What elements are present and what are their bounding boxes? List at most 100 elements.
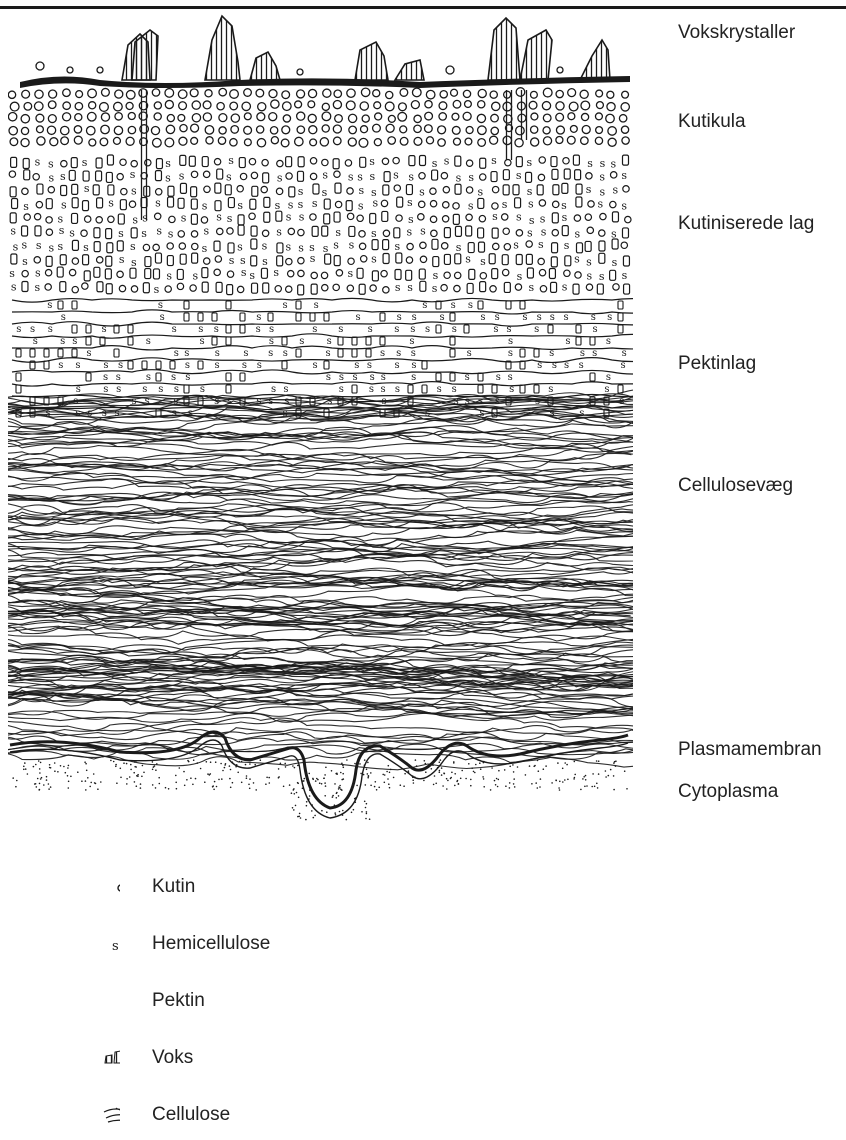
svg-text:s: s: [529, 214, 535, 227]
svg-text:s: s: [396, 348, 401, 359]
svg-text:s: s: [184, 348, 189, 359]
svg-text:s: s: [622, 348, 627, 359]
svg-text:s: s: [323, 242, 329, 255]
svg-text:s: s: [622, 269, 628, 282]
svg-text:s: s: [580, 348, 585, 359]
svg-text:s: s: [358, 184, 364, 197]
svg-text:s: s: [548, 384, 553, 395]
svg-text:s: s: [229, 254, 235, 267]
svg-text:s: s: [468, 171, 474, 184]
svg-text:s: s: [422, 300, 427, 311]
svg-text:s: s: [75, 360, 80, 371]
svg-text:s: s: [358, 199, 364, 212]
svg-text:s: s: [35, 266, 41, 279]
svg-text:s: s: [166, 270, 172, 283]
svg-text:s: s: [154, 283, 160, 296]
svg-text:s: s: [16, 324, 21, 335]
svg-text:s: s: [204, 224, 210, 237]
svg-text:s: s: [314, 300, 319, 311]
svg-text:s: s: [537, 360, 542, 371]
svg-text:s: s: [368, 324, 373, 335]
svg-text:s: s: [312, 197, 318, 210]
svg-text:s: s: [517, 270, 523, 283]
svg-text:s: s: [142, 212, 148, 225]
label-cuticle: Kutikula: [678, 110, 746, 134]
cellulose-wall-region: [0, 389, 680, 770]
svg-text:s: s: [370, 372, 375, 383]
svg-text:s: s: [282, 300, 287, 311]
svg-text:s: s: [146, 336, 151, 347]
svg-text:s: s: [468, 200, 474, 213]
svg-text:s: s: [527, 185, 533, 198]
svg-text:s: s: [565, 336, 570, 347]
svg-text:s: s: [298, 185, 304, 198]
svg-text:s: s: [537, 312, 542, 323]
svg-text:s: s: [370, 170, 376, 183]
svg-text:s: s: [502, 198, 508, 211]
svg-text:s: s: [409, 336, 414, 347]
svg-text:s: s: [395, 240, 401, 253]
svg-text:s: s: [586, 256, 592, 269]
svg-text:s: s: [158, 300, 163, 311]
svg-text:s: s: [83, 241, 89, 254]
svg-text:s: s: [552, 360, 557, 371]
svg-text:s: s: [465, 372, 470, 383]
svg-text:s: s: [593, 324, 598, 335]
svg-text:s: s: [160, 312, 165, 323]
svg-text:s: s: [381, 372, 386, 383]
svg-text:s: s: [288, 198, 294, 211]
svg-text:s: s: [165, 171, 171, 184]
svg-text:s: s: [285, 241, 291, 254]
svg-text:s: s: [47, 300, 52, 311]
svg-text:s: s: [202, 242, 208, 255]
svg-text:s: s: [522, 312, 527, 323]
svg-text:s: s: [22, 238, 28, 251]
svg-text:s: s: [256, 324, 261, 335]
svg-text:s: s: [284, 396, 289, 407]
svg-text:s: s: [146, 372, 151, 383]
svg-text:s: s: [215, 348, 220, 359]
svg-text:s: s: [408, 170, 414, 183]
svg-text:s: s: [277, 172, 283, 185]
svg-text:s: s: [394, 324, 399, 335]
svg-text:s: s: [10, 225, 16, 238]
svg-text:s: s: [9, 267, 15, 280]
svg-text:s: s: [354, 360, 359, 371]
svg-text:s: s: [228, 154, 234, 167]
svg-text:s: s: [357, 170, 363, 183]
svg-text:s: s: [216, 211, 222, 224]
svg-text:s: s: [327, 396, 332, 407]
svg-text:s: s: [102, 324, 107, 335]
svg-text:s: s: [268, 348, 273, 359]
svg-text:s: s: [348, 171, 354, 184]
label-wax-crystals: Vokskrystaller: [678, 21, 795, 45]
svg-text:s: s: [215, 360, 220, 371]
svg-text:s: s: [516, 169, 522, 182]
svg-text:s: s: [202, 200, 208, 213]
svg-text:s: s: [367, 360, 372, 371]
svg-text:s: s: [598, 197, 604, 210]
svg-text:s: s: [271, 384, 276, 395]
svg-text:s: s: [395, 384, 400, 395]
cytoplasm-stipple: [12, 759, 627, 820]
svg-text:s: s: [508, 372, 513, 383]
cuticle-region: [8, 88, 629, 147]
svg-text:s: s: [411, 372, 416, 383]
svg-text:s: s: [312, 360, 317, 371]
svg-text:s: s: [564, 360, 569, 371]
svg-text:s: s: [349, 238, 355, 251]
svg-text:s: s: [130, 168, 136, 181]
svg-text:s: s: [60, 336, 65, 347]
svg-text:s: s: [325, 348, 330, 359]
svg-text:s: s: [420, 225, 426, 238]
svg-text:s: s: [326, 372, 331, 383]
svg-text:s: s: [200, 384, 205, 395]
svg-text:s: s: [61, 198, 67, 211]
svg-text:s: s: [242, 360, 247, 371]
svg-text:s: s: [508, 348, 513, 359]
svg-text:s: s: [327, 336, 332, 347]
pectin-rectangle-icon: [20, 984, 120, 1020]
svg-text:s: s: [49, 171, 55, 184]
svg-text:s: s: [158, 384, 163, 395]
